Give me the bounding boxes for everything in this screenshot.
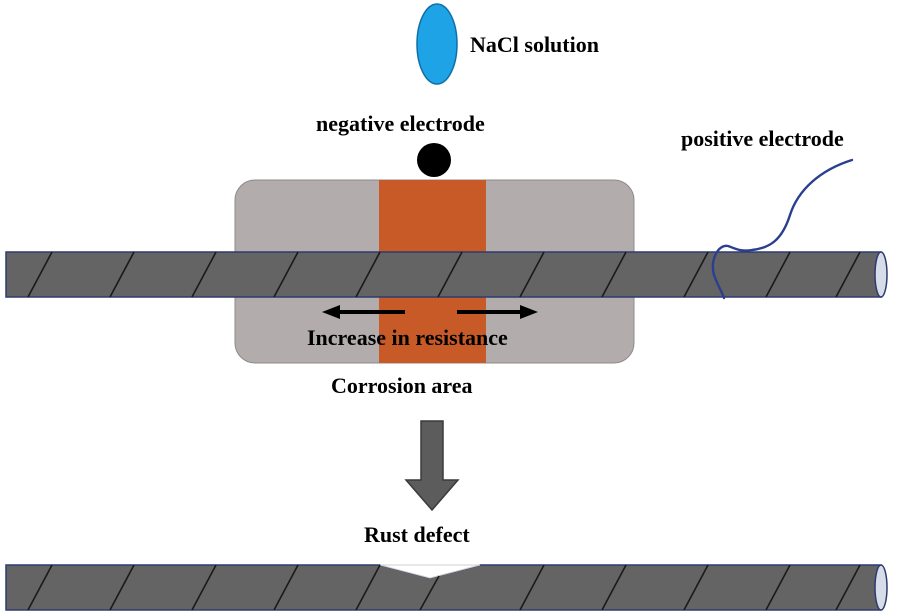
corrosion-area-label: Corrosion area: [331, 373, 473, 398]
rust-defect-label: Rust defect: [364, 522, 470, 547]
nacl-label: NaCl solution: [470, 32, 599, 57]
bar-top-ribs: [27, 251, 861, 298]
negative-electrode-dot-icon: [417, 143, 451, 177]
nacl-drop-icon: [416, 3, 458, 85]
positive-electrode-wire: [711, 158, 854, 300]
steel-bar-top: [5, 251, 888, 298]
down-arrow-icon: [404, 420, 460, 512]
rust-notch: [379, 564, 481, 579]
positive-electrode-label: positive electrode: [681, 126, 844, 151]
steel-bar-bottom: [5, 564, 888, 611]
right-arrow-icon: [457, 305, 538, 319]
negative-electrode-label: negative electrode: [316, 111, 485, 136]
resistance-label: Increase in resistance: [307, 325, 508, 350]
left-arrow-icon: [322, 305, 405, 319]
bar-bottom-ribs: [27, 564, 861, 611]
